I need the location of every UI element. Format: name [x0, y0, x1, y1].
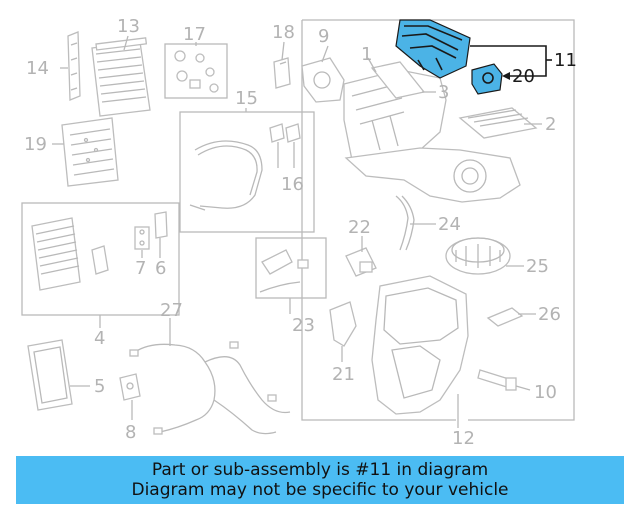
part-10-sensor [477, 369, 517, 391]
callout-3: 3 [438, 82, 449, 103]
part-8-connector [119, 373, 141, 401]
part-24-hose [395, 195, 415, 251]
callout-15: 15 [235, 88, 258, 109]
part-blower-housing [344, 147, 521, 203]
info-banner: Part or sub-assembly is #11 in diagram D… [16, 456, 624, 504]
callout-27: 27 [160, 300, 183, 321]
callout-11: 11 [554, 50, 577, 71]
part-2-cabin-filter [458, 107, 538, 139]
callout-13: 13 [117, 16, 140, 37]
part-15-pipes [189, 140, 263, 211]
callout-23: 23 [292, 315, 315, 336]
callout-4: 4 [94, 328, 105, 349]
part-25-blower-motor [445, 237, 511, 275]
part-11-highlighted-assembly[interactable] [395, 19, 471, 79]
callout-24: 24 [438, 214, 461, 235]
callout-26: 26 [538, 304, 561, 325]
callout-1: 1 [361, 44, 372, 65]
part-5-filter-frame [27, 339, 73, 411]
part-23-actuator [259, 249, 309, 293]
callout-20: 20 [512, 66, 535, 87]
part-17-valve-kit [164, 43, 228, 99]
part-7-valve [134, 226, 150, 250]
banner-line-2: Diagram may not be specific to your vehi… [131, 480, 509, 500]
callout-12: 12 [452, 428, 475, 449]
box-main-assembly [301, 20, 456, 421]
callout-17: 17 [183, 24, 206, 45]
callout-16: 16 [281, 174, 304, 195]
part-22-actuator [345, 247, 377, 277]
callout-22: 22 [348, 217, 371, 238]
banner-line-1: Part or sub-assembly is #11 in diagram [151, 460, 489, 480]
part-26-seal [486, 307, 524, 327]
callout-6: 6 [155, 258, 166, 279]
part-13-heater-core [91, 37, 151, 117]
part-18-switch [273, 57, 291, 89]
part-20-highlighted-motor[interactable] [471, 63, 503, 95]
callout-21: 21 [332, 364, 355, 385]
box-group-15 [179, 111, 315, 233]
callout-5: 5 [94, 376, 105, 397]
part-19-cooler [61, 117, 119, 187]
part-14-bracket [67, 31, 81, 101]
part-27-harness [129, 341, 291, 435]
part-21-bracket [329, 301, 357, 347]
box-group-23 [255, 237, 327, 299]
part-9-gasket [301, 57, 345, 103]
part-lower-case [371, 275, 469, 415]
callout-9: 9 [318, 26, 329, 47]
part-4-evaporator [31, 217, 109, 291]
part-16-sensor [269, 123, 301, 168]
callout-14: 14 [26, 58, 49, 79]
callout-10: 10 [534, 382, 557, 403]
callout-2: 2 [545, 114, 556, 135]
callout-25: 25 [526, 256, 549, 277]
callout-11-bracket [470, 45, 547, 77]
callout-18: 18 [272, 22, 295, 43]
callout-19: 19 [24, 134, 47, 155]
part-6-sensor [154, 211, 168, 239]
callout-7: 7 [135, 258, 146, 279]
callout-8: 8 [125, 422, 136, 443]
